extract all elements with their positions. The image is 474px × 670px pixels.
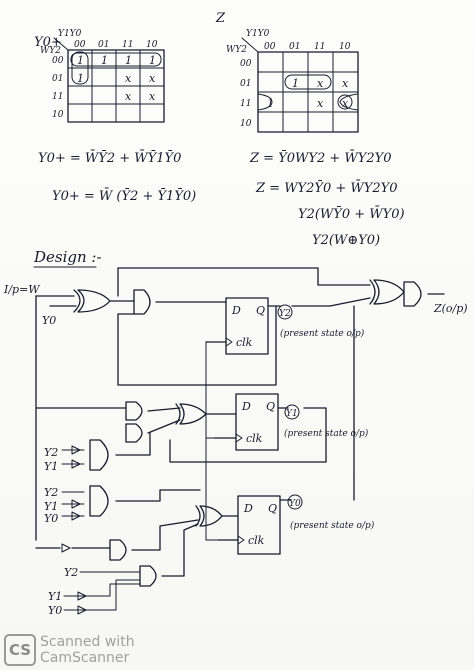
- ff1-note: (present state o/p): [280, 328, 365, 339]
- ff1-q-out: Y2: [279, 309, 291, 319]
- sig-y2-a: Y2: [44, 446, 58, 459]
- kmap-right-corner-left: WY2: [226, 45, 247, 55]
- kmap-right-cell: x: [342, 97, 349, 110]
- kmap-right-cell: x: [342, 77, 349, 90]
- y0-input-label: Y0: [42, 314, 56, 327]
- ff2-d-label: D: [241, 400, 251, 413]
- sig-y1-c: Y1: [48, 590, 62, 603]
- sig-y0-c: Y0: [48, 604, 62, 617]
- kmap-right-corner-top: Y1Y0: [246, 29, 270, 39]
- kmap-right-row-2: 11: [240, 99, 251, 109]
- kmap-right-row-1: 01: [240, 79, 251, 89]
- design-heading: Design :-: [33, 248, 102, 266]
- sig-y1-b: Y1: [44, 500, 58, 513]
- kmap-left-col-0: 00: [74, 40, 86, 50]
- kmap-right-col-2: 11: [314, 42, 325, 52]
- kmap-right-cell: x: [317, 97, 324, 110]
- kmap-right-cell: 1: [292, 77, 299, 90]
- kmap-left-cell: x: [149, 72, 156, 85]
- kmap-left-cell: x: [125, 72, 132, 85]
- camscanner-watermark: CS Scanned with CamScanner: [0, 630, 150, 670]
- watermark-line2: CamScanner: [40, 650, 130, 666]
- kmap-left-cell: 1: [149, 54, 156, 67]
- equation-right-4: Y2(W⊕Y0): [312, 233, 380, 248]
- ff1-d-label: D: [231, 304, 241, 317]
- equation-right-1: Z = Ȳ0WY2 + W̄Y2Y0: [249, 150, 391, 166]
- kmap-left-row-2: 11: [52, 92, 63, 102]
- ff1-q-label: Q: [256, 304, 265, 317]
- ff3-d-label: D: [243, 502, 253, 515]
- kmap-left-row-1: 01: [52, 74, 63, 84]
- sig-y2-b: Y2: [44, 486, 58, 499]
- equation-left-2: Y0+ = W̄ (Ȳ2 + Ȳ1Ȳ0): [52, 188, 196, 204]
- kmap-right-row-3: 10: [240, 119, 252, 129]
- kmap-left-corner-top: Y1Y0: [58, 29, 82, 39]
- ff3-q-out: Y0: [289, 499, 301, 509]
- ff3-note: (present state o/p): [290, 520, 375, 531]
- equation-right-3: Y2(WȲ0 + W̄Y0): [298, 206, 405, 222]
- kmap-right-col-1: 01: [289, 42, 300, 52]
- circuit: I/p=W Y0 D Q clk Y2 (present state o/p): [3, 267, 468, 617]
- kmap-left: Y0+ Y1Y0 WY2 00 01 11 10 00 01 11 10 1 1…: [34, 29, 165, 123]
- input-label: I/p=W: [3, 283, 41, 296]
- kmap-left-row-3: 10: [52, 110, 64, 120]
- kmap-left-cell: 1: [101, 54, 108, 67]
- kmap-right-row-0: 00: [240, 59, 252, 69]
- kmap-left-col-1: 01: [98, 40, 109, 50]
- kmap-right-cell: x: [317, 77, 324, 90]
- sig-y2-c: Y2: [64, 566, 78, 579]
- watermark-line1: Scanned with: [40, 634, 135, 650]
- kmap-right-title: Z: [215, 11, 226, 26]
- kmap-left-cell: x: [149, 90, 156, 103]
- kmap-left-row-0: 00: [52, 56, 64, 66]
- flipflop-3: [237, 495, 281, 555]
- ff3-q-label: Q: [268, 502, 277, 515]
- kmap-left-cell: x: [125, 90, 132, 103]
- kmap-right-cell: 1: [267, 97, 274, 110]
- output-label: Z(o/p): [433, 302, 468, 315]
- flipflop-1: [225, 297, 269, 355]
- equation-left-1: Y0+ = W̄Ȳ2 + W̄Ȳ1Ȳ0: [38, 150, 181, 166]
- ff2-q-label: Q: [266, 400, 275, 413]
- kmap-right: Z Y1Y0 WY2 00 01 11 10 00 01 11 10 1 x x…: [215, 11, 359, 133]
- sig-y0-b: Y0: [44, 512, 58, 525]
- equations: Y0+ = W̄Ȳ2 + W̄Ȳ1Ȳ0 Y0+ = W̄ (Ȳ2 + Ȳ1Ȳ0)…: [38, 150, 405, 248]
- ff3-clk-label: clk: [248, 534, 265, 547]
- kmap-left-cell: 1: [77, 72, 84, 85]
- kmap-left-cell: 1: [125, 54, 132, 67]
- kmap-left-col-3: 10: [146, 40, 158, 50]
- kmap-right-col-3: 10: [339, 42, 351, 52]
- equation-right-2: Z = WY2Ȳ0 + W̄Y2Y0: [255, 180, 397, 196]
- flipflop-2: [235, 393, 279, 451]
- camscanner-logo: CS: [4, 634, 36, 666]
- ff2-clk-label: clk: [246, 432, 263, 445]
- sig-y1-a: Y1: [44, 460, 58, 473]
- kmap-right-col-0: 00: [264, 42, 276, 52]
- ff2-q-out: Y1: [286, 409, 298, 419]
- kmap-left-corner-left: WY2: [40, 46, 61, 56]
- kmap-left-cell: 1: [77, 54, 84, 67]
- kmap-left-col-2: 11: [122, 40, 133, 50]
- ff1-clk-label: clk: [236, 336, 253, 349]
